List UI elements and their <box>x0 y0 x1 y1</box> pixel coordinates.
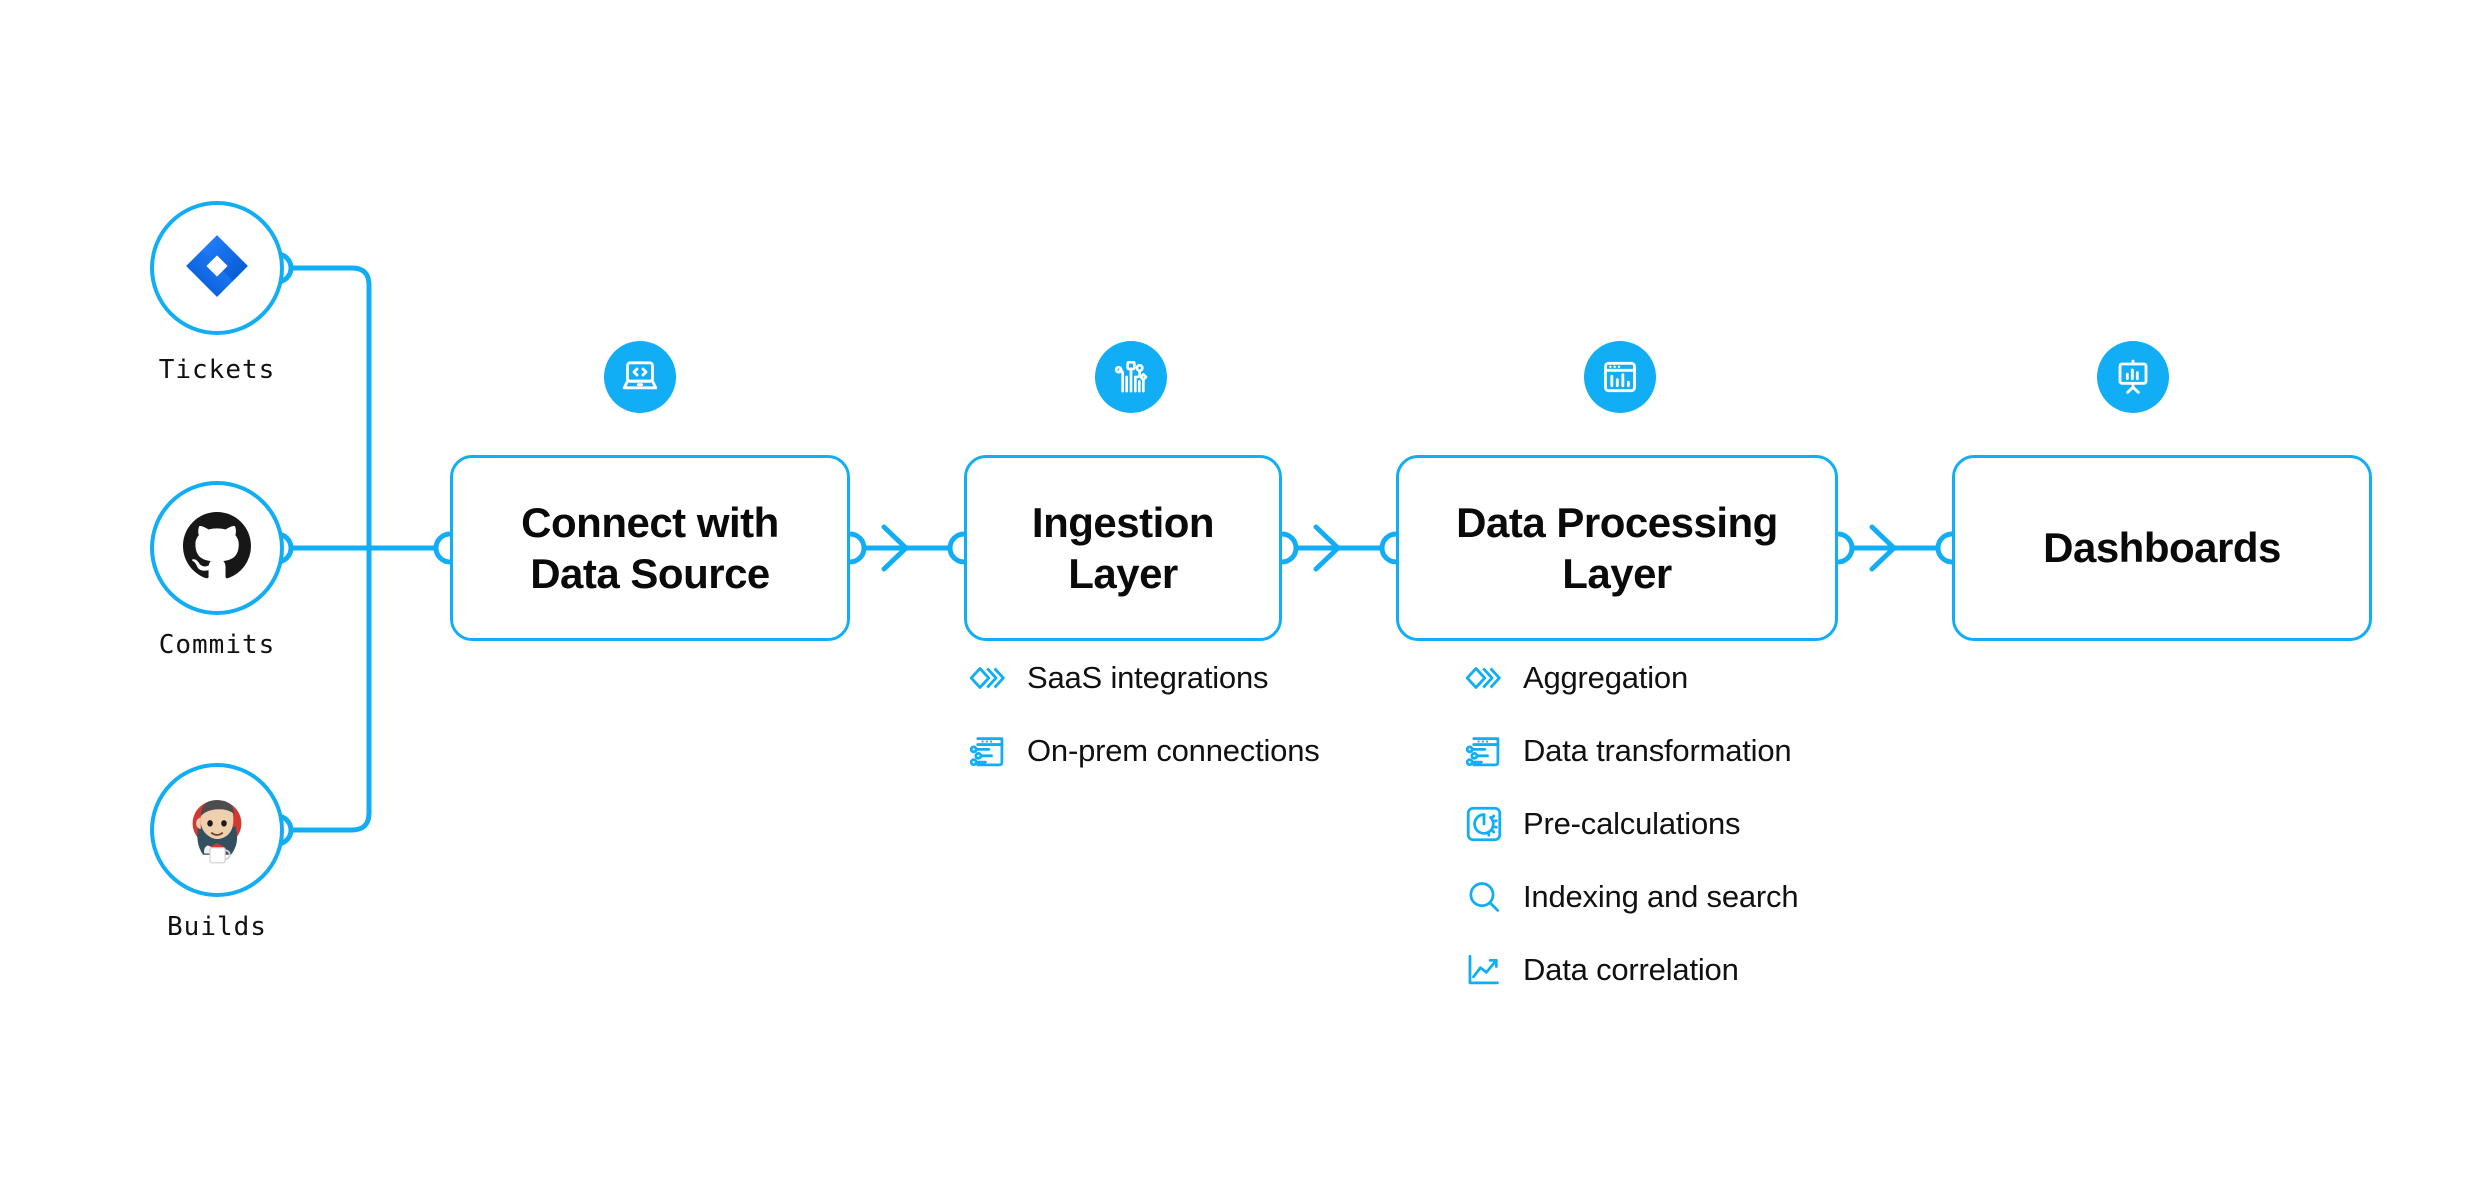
stage-title-processing: Data Processing Layer <box>1456 498 1778 597</box>
line-chart-icon <box>1464 950 1504 990</box>
feature-item[interactable]: Data correlation <box>1464 947 1798 993</box>
stage-box-dashboards[interactable]: Dashboards <box>1952 455 2372 641</box>
feature-item[interactable]: Pre-calculations <box>1464 801 1798 847</box>
feature-item[interactable]: SaaS integrations <box>968 655 1320 701</box>
source-node-commits[interactable] <box>150 481 284 615</box>
feature-label: Aggregation <box>1523 660 1688 695</box>
stage-icon-ingestion <box>1095 341 1167 413</box>
feature-list-processing: Aggregation Data transformation <box>1464 655 1799 1020</box>
feature-item[interactable]: Data transformation <box>1464 728 1798 774</box>
feature-item[interactable]: Aggregation <box>1464 655 1798 701</box>
jira-icon <box>183 232 251 305</box>
feature-label: Data transformation <box>1523 733 1792 768</box>
source-label-commits: Commits <box>158 630 276 660</box>
github-icon <box>183 511 251 585</box>
search-icon <box>1464 877 1504 917</box>
arrowhead-1 <box>881 524 909 572</box>
arrowhead-3 <box>1869 524 1897 572</box>
source-label-builds: Builds <box>167 912 267 942</box>
feature-label: Data correlation <box>1523 952 1739 987</box>
wire-tickets <box>288 265 372 551</box>
stage-title-connect: Connect with Data Source <box>521 498 779 597</box>
wire-builds <box>288 545 372 833</box>
server-window-icon <box>968 731 1008 771</box>
arrowhead-2 <box>1313 524 1341 572</box>
feature-label: On-prem connections <box>1027 733 1320 768</box>
chart-window-icon <box>1604 361 1636 393</box>
layers-icon <box>1464 658 1504 698</box>
stage-box-processing[interactable]: Data Processing Layer <box>1396 455 1838 641</box>
source-node-builds[interactable] <box>150 763 284 897</box>
laptop-code-icon <box>622 361 658 390</box>
jenkins-icon <box>182 792 252 869</box>
circuit-network-icon <box>1114 361 1148 393</box>
server-window-icon <box>1464 731 1504 771</box>
presentation-chart-icon <box>2118 359 2148 394</box>
stage-icon-processing <box>1584 341 1656 413</box>
stage-icon-dashboards <box>2097 341 2169 413</box>
stage-title-dashboards: Dashboards <box>2043 524 2281 572</box>
gauge-icon <box>1464 804 1504 844</box>
source-node-tickets[interactable] <box>150 201 284 335</box>
feature-list-ingestion: SaaS integrations On-prem connections <box>968 655 1320 801</box>
feature-label: Indexing and search <box>1523 879 1799 914</box>
layers-icon <box>968 658 1008 698</box>
feature-item[interactable]: Indexing and search <box>1464 874 1799 920</box>
stage-box-connect[interactable]: Connect with Data Source <box>450 455 850 641</box>
source-label-tickets: Tickets <box>158 355 276 385</box>
feature-label: Pre-calculations <box>1523 806 1741 841</box>
feature-label: SaaS integrations <box>1027 660 1269 695</box>
stage-box-ingestion[interactable]: Ingestion Layer <box>964 455 1282 641</box>
stage-title-ingestion: Ingestion Layer <box>1031 498 1215 597</box>
feature-item[interactable]: On-prem connections <box>968 728 1320 774</box>
stage-icon-connect <box>604 341 676 413</box>
